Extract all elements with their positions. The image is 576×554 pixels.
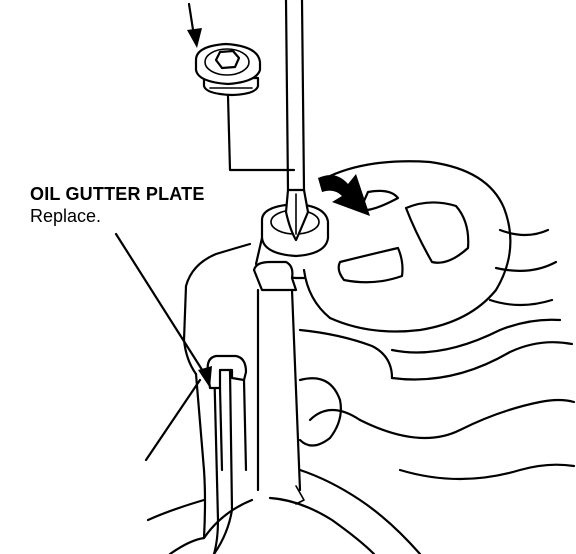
screwdriver-icon — [284, 0, 310, 242]
housing — [268, 160, 576, 554]
callout-leader — [114, 232, 212, 462]
plug-bolt-icon — [194, 42, 262, 97]
callout-note: Replace. — [30, 206, 102, 226]
plug-leader-line — [226, 94, 296, 172]
push-direction-arrow-icon — [318, 174, 370, 216]
cover-wall — [146, 242, 254, 554]
pointer-arrow-icon — [187, 2, 202, 48]
callout-title: OIL GUTTER PLATE — [30, 184, 205, 204]
oil-gutter-plate-callout: OIL GUTTER PLATE Replace. — [30, 183, 205, 227]
mounting-boss — [252, 202, 330, 505]
oil-gutter-plate — [206, 354, 248, 472]
